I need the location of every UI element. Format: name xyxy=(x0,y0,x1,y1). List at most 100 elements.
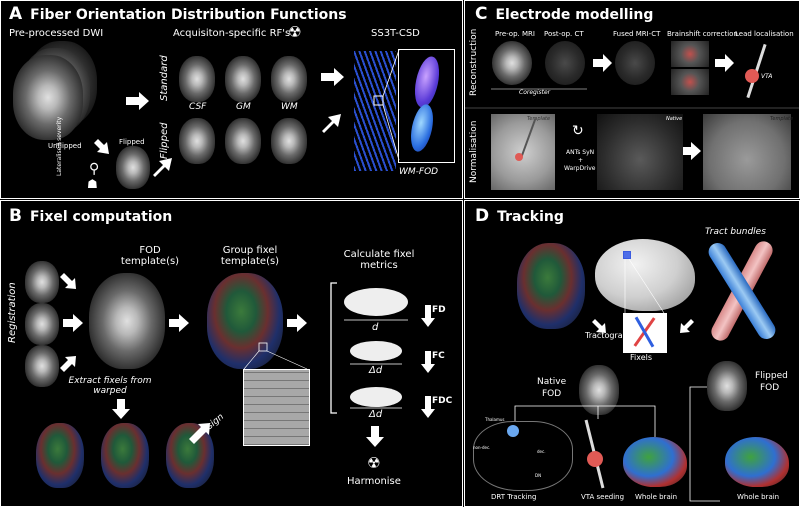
flipped-fod-label-1: Flipped xyxy=(755,371,788,381)
brainshift-top xyxy=(671,41,709,67)
subject-brain-3 xyxy=(25,345,59,387)
rf-std-wm xyxy=(271,56,307,102)
ants-line-2: + xyxy=(578,157,584,164)
flipped-fod-brain xyxy=(707,361,747,411)
wm-fod-label: WM-FOD xyxy=(399,167,439,177)
panel-d-arrows xyxy=(514,258,720,502)
gm-label: GM xyxy=(236,102,251,112)
panel-a-title: A Fiber Orientation Distribution Function… xyxy=(9,4,347,24)
dwi-flipped xyxy=(116,146,150,189)
template-label-2: Template xyxy=(770,116,794,122)
panel-d-heading: Tracking xyxy=(497,209,564,225)
drt-label: DRT Tracking xyxy=(491,493,537,501)
fused-label: Fused MRI-CT xyxy=(613,30,661,38)
panel-a-heading: Fiber Orientation Distribution Functions xyxy=(30,7,347,23)
fd-label: FD xyxy=(432,305,446,315)
warped-brain-1 xyxy=(36,423,84,488)
panel-c-heading: Electrode modelling xyxy=(495,7,654,23)
fused-mri-ct xyxy=(615,41,655,85)
group-fixel-brain xyxy=(207,273,283,369)
d-label: d xyxy=(372,322,379,333)
ss3t-label: SS3T-CSD xyxy=(371,28,420,39)
tract-bundles-label: Tract bundles xyxy=(705,227,766,237)
panel-d-letter: D xyxy=(475,206,490,226)
whole-brain-label-1: Whole brain xyxy=(635,493,678,501)
harmonise-icon: ☢ xyxy=(367,454,381,472)
arrow-dwi-to-rf xyxy=(126,92,149,110)
panel-c-letter: C xyxy=(475,4,488,24)
native-fod-label-1: Native xyxy=(537,377,567,387)
dec-label: dec. xyxy=(537,449,546,454)
flipped-fod-label-2: FOD xyxy=(760,383,780,393)
native-fod-brain xyxy=(579,365,619,415)
fc-label: FC xyxy=(432,351,445,361)
thalamus-label: Thalamus xyxy=(485,417,505,422)
preproc-label: Pre-processed DWI xyxy=(9,28,104,39)
csf-label: CSF xyxy=(189,102,207,112)
arrow-rf-to-csd-2 xyxy=(322,114,341,133)
vta-seed-sphere xyxy=(587,451,603,467)
acq-rfs-label: Acquisiton-specific RF's xyxy=(173,28,291,39)
tractogram-brain xyxy=(517,243,585,329)
postop-label: Post-op. CT xyxy=(544,30,584,38)
fod-roi-box xyxy=(373,95,384,106)
dn-label: DN xyxy=(535,473,542,478)
vta-label: VTA xyxy=(761,73,773,80)
brainshift-label: Brainshift correction xyxy=(667,30,738,38)
rf-std-gm xyxy=(225,56,261,102)
panel-c-arrows xyxy=(465,54,799,160)
arrow-to-flipped xyxy=(94,139,109,154)
subject-brain-1 xyxy=(25,261,59,303)
flipped-label: Flipped xyxy=(119,138,145,146)
template-label-1: Template xyxy=(527,116,551,122)
native-fod-label-2: FOD xyxy=(542,389,562,399)
panel-d-title: D Tracking xyxy=(475,206,564,226)
postop-ct xyxy=(545,41,585,85)
delta-d-label-1: Δd xyxy=(369,365,383,376)
delta-d-label-2: Δd xyxy=(369,409,383,420)
subject-brain-2 xyxy=(25,303,59,345)
fod-template-brain xyxy=(89,273,165,369)
preop-mri xyxy=(492,41,532,85)
whole-brain-3d xyxy=(595,239,695,311)
rf-flip-wm xyxy=(271,118,307,164)
norm-native-img xyxy=(597,114,683,190)
rf-flip-gm xyxy=(225,118,261,164)
cycle-icon: ↻ xyxy=(572,123,584,139)
brainshift-bottom xyxy=(671,69,709,95)
warped-brain-3 xyxy=(166,423,214,488)
fod-field xyxy=(354,51,396,171)
person-icon: ☗ xyxy=(87,177,98,191)
panel-b-arrows xyxy=(60,273,435,447)
unflipped-label: Unflipped xyxy=(48,142,82,150)
panel-a: A Fiber Orientation Distribution Function… xyxy=(0,0,463,199)
fixel-ellipse-fc xyxy=(350,341,402,361)
warped-brain-2 xyxy=(101,423,149,488)
fdc-label: FDC xyxy=(432,396,453,406)
ants-line-1: ANTs SyN xyxy=(566,149,595,156)
fixel-zoom-box xyxy=(243,369,310,446)
panel-b-letter: B xyxy=(9,206,22,226)
acquisition-icon: ☢ xyxy=(288,23,302,41)
leadloc-label: Lead localisation xyxy=(735,30,794,38)
non-dec-label: non-dec. xyxy=(473,445,491,450)
fixels-label: Fixels xyxy=(630,353,653,362)
ants-line-3: WarpDrive xyxy=(564,165,596,172)
panel-a-letter: A xyxy=(9,4,23,24)
panel-b-heading: Fixel computation xyxy=(29,209,173,225)
tractograms-label: Tractogram(s) xyxy=(585,331,641,340)
norm-template2-img xyxy=(703,114,791,190)
group-fixel-label: Group fixel template(s) xyxy=(220,245,280,267)
whole-brain-tract-1 xyxy=(623,437,687,487)
panel-a-arrows xyxy=(94,49,400,177)
native-label: Native xyxy=(666,116,683,122)
preop-label: Pre-op. MRI xyxy=(495,30,535,38)
arrow-rf-to-csd-1 xyxy=(321,68,344,86)
vta-seeding-label: VTA seeding xyxy=(581,493,625,501)
norm-vta xyxy=(515,153,523,161)
vta-sphere xyxy=(745,69,759,83)
wm-label: WM xyxy=(281,102,298,112)
whole-brain-label-2: Whole brain xyxy=(737,493,780,501)
harmonise-label: Harmonise xyxy=(347,476,401,487)
